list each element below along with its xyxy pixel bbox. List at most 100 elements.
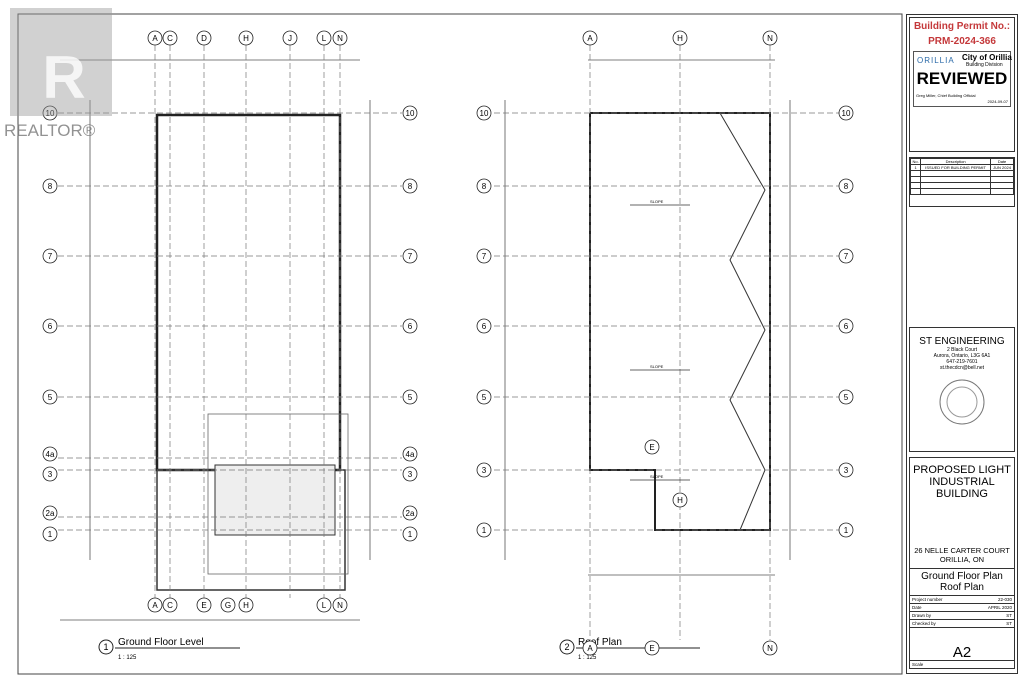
engineer-seal-icon [939,379,985,425]
grid-column-bubble: L [316,597,332,613]
svg-text:A: A [152,601,158,610]
info-value: APRIL 2020 [987,605,1012,610]
sheet-box: Ground Floor Plan Roof Plan Project numb… [909,569,1015,669]
grid-row-bubble: 3 [402,466,418,482]
orillia-logo: ORILLIA [917,56,955,65]
stamp-division: Building Division [966,62,1003,68]
grid-column-bubble: N [332,597,348,613]
svg-text:3: 3 [48,470,53,479]
svg-text:7: 7 [844,252,849,261]
grid-row-bubble: 1 [476,522,492,538]
svg-text:5: 5 [48,393,53,402]
review-stamp: ORILLIA City of Orillia Building Divisio… [913,51,1012,107]
slope-label: SLOPE [650,474,664,479]
firm-address: 2 Black Court [946,347,977,353]
permit-label: Building Permit No.: [913,21,1011,32]
stamp-status: REVIEWED [916,69,1008,88]
svg-text:C: C [167,601,173,610]
svg-text:L: L [322,601,327,610]
svg-text:6: 6 [844,322,849,331]
grid-column-bubble: H [238,30,254,46]
svg-text:6: 6 [482,322,487,331]
grid-row-bubble: 2a [402,505,418,521]
stamp-city: City of Orillia [962,53,1012,62]
grid-row-bubble: 7 [42,248,58,264]
grid-row-bubble: 3 [42,466,58,482]
svg-text:H: H [677,496,683,505]
svg-text:10: 10 [406,109,415,118]
grid-column-bubble: H [238,597,254,613]
svg-text:7: 7 [482,252,487,261]
grid-row-bubble: 6 [402,318,418,334]
svg-text:4a: 4a [46,450,55,459]
ground-floor-plan [60,59,371,621]
project-address: 26 NELLE CARTER COURT [914,546,1010,555]
svg-text:N: N [767,644,773,653]
grid-column-bubble: G [220,597,236,613]
grid-column-bubble: H [672,492,688,508]
grid-column-bubble: H [672,30,688,46]
svg-text:5: 5 [408,393,413,402]
grid-row-bubble: 3 [476,462,492,478]
grid-column-bubble: C [162,597,178,613]
grid-column-bubble: E [644,439,660,455]
building-outline [155,113,342,472]
project-name: PROPOSED LIGHT INDUSTRIAL BUILDING [913,464,1011,500]
slope-label: SLOPE [650,199,664,204]
svg-text:7: 7 [48,252,53,261]
svg-text:3: 3 [408,470,413,479]
grid-row-bubble: 4a [42,446,58,462]
svg-text:10: 10 [842,109,851,118]
svg-text:D: D [201,34,207,43]
svg-text:6: 6 [48,322,53,331]
grid-row-bubble: 8 [838,178,854,194]
svg-text:4a: 4a [406,450,415,459]
view-title: Ground Floor Level [118,637,204,648]
info-row: Drawn by ST [910,612,1014,620]
grid-row-bubble: 5 [838,389,854,405]
svg-text:A: A [587,34,593,43]
firm-email: st.thecdcn@bell.net [940,365,984,371]
grid-row-bubble: 10 [838,105,854,121]
grid-column-bubble: N [762,30,778,46]
svg-text:8: 8 [408,182,413,191]
svg-text:1: 1 [844,526,849,535]
svg-text:H: H [243,601,249,610]
svg-text:A: A [587,644,593,653]
sheet-title: Ground Floor Plan [921,571,1003,582]
svg-text:10: 10 [46,109,55,118]
view-scale: 1 : 125 [118,655,137,661]
grid-row-bubble: 1 [838,522,854,538]
view-title: Roof Plan [578,637,622,648]
grid-column-bubble: C [162,30,178,46]
info-label: Checked by [912,621,936,626]
grid-row-bubble: 6 [476,318,492,334]
firm-name: ST ENGINEERING [919,336,1005,347]
view-title-ground: 1 Ground Floor Level 1 : 125 [98,637,240,661]
stamp-date: 2024-09-07 [987,99,1008,104]
slope-label: SLOPE [650,364,664,369]
info-label: Drawn by [912,613,932,618]
firm-phone: 647-219-7601 [946,359,978,365]
stamp-officer: Greg Miller, Chief Building Official [916,93,976,98]
svg-text:R: R [42,44,85,111]
grid-row-bubble: 7 [838,248,854,264]
view-scale: 1 : 125 [578,655,597,661]
svg-text:1: 1 [48,530,53,539]
grid-row-bubble: 5 [476,389,492,405]
firm-city: Aurora, Ontario, L3G 6A1 [933,353,991,359]
info-value: ST [1006,613,1012,618]
svg-text:1: 1 [408,530,413,539]
grid-row-bubble: 8 [42,178,58,194]
svg-text:N: N [337,34,343,43]
svg-text:5: 5 [482,393,487,402]
grid-row-bubble: 1 [42,526,58,542]
scale-label: Scale [912,662,924,667]
grid-column-bubble: A [582,640,598,656]
info-value: 22-030 [997,597,1012,602]
svg-text:8: 8 [482,182,487,191]
